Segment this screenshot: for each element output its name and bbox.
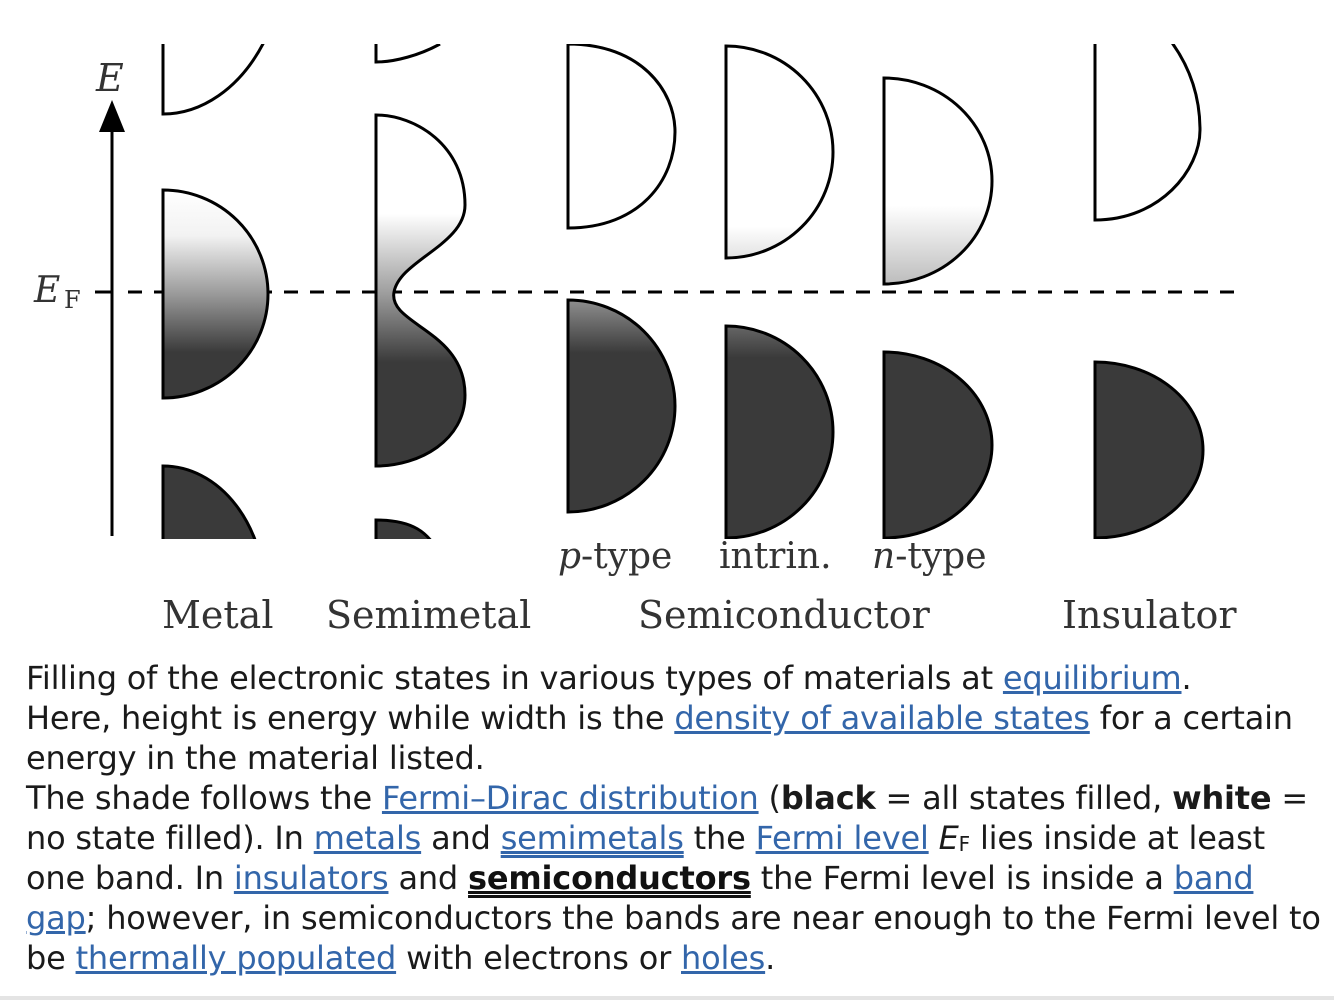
intrinsic-label: intrin. bbox=[719, 536, 832, 577]
band-gap-link[interactable]: band gap bbox=[26, 859, 1254, 937]
white-term: white bbox=[1172, 779, 1272, 817]
semiconductor-label: Semiconductor bbox=[638, 593, 931, 637]
band-diagram: E E F p-type intrin. n-type Metal Semime… bbox=[33, 44, 1240, 637]
fermi-level-label: E bbox=[33, 270, 60, 311]
caption-line-3: The shade follows the Fermi–Dirac distri… bbox=[26, 779, 1321, 977]
n-type-conduction-band bbox=[882, 76, 994, 286]
metal-partially-filled-band bbox=[161, 188, 270, 400]
holes-link[interactable]: holes bbox=[681, 939, 766, 977]
semimetal-upper-band bbox=[374, 44, 441, 64]
fermi-dirac-link[interactable]: Fermi–Dirac distribution bbox=[381, 779, 759, 817]
caption-line-2: Here, height is energy while width is th… bbox=[26, 699, 1293, 777]
intrinsic-valence-band bbox=[724, 324, 835, 539]
equilibrium-link[interactable]: equilibrium bbox=[1002, 659, 1182, 697]
semimetal-lower-band bbox=[374, 518, 432, 539]
n-type-label: n-type bbox=[872, 536, 987, 577]
p-type-conduction-band bbox=[566, 44, 677, 230]
energy-axis-arrow bbox=[99, 100, 125, 132]
semimetal-label: Semimetal bbox=[326, 593, 531, 637]
p-type-label: p-type bbox=[558, 536, 672, 577]
semimetal-overlapping-band bbox=[374, 113, 467, 468]
ef-symbol: E bbox=[938, 819, 959, 857]
p-type-valence-band bbox=[566, 298, 677, 514]
figure-caption: Filling of the electronic states in vari… bbox=[26, 658, 1326, 978]
density-of-states-link[interactable]: density of available states bbox=[674, 699, 1090, 737]
insulator-label: Insulator bbox=[1062, 593, 1237, 637]
insulators-link[interactable]: insulators bbox=[233, 859, 389, 897]
thermally-populated-link[interactable]: thermally populated bbox=[75, 939, 397, 977]
intrinsic-conduction-band bbox=[724, 44, 835, 260]
black-term: black bbox=[780, 779, 876, 817]
semimetals-link[interactable]: semimetals bbox=[500, 819, 684, 857]
metal-label: Metal bbox=[162, 593, 273, 637]
energy-axis-label: E bbox=[95, 56, 124, 100]
fermi-level-link[interactable]: Fermi level bbox=[755, 819, 929, 857]
insulator-valence-band bbox=[1093, 360, 1205, 539]
metal-lower-band bbox=[161, 464, 257, 539]
semiconductors-link[interactable]: semiconductors bbox=[468, 859, 751, 897]
bottom-divider bbox=[0, 996, 1334, 1000]
metal-upper-band bbox=[161, 44, 265, 116]
fermi-level-label-sub: F bbox=[64, 286, 81, 314]
n-type-valence-band bbox=[882, 350, 994, 539]
caption-line-1: Filling of the electronic states in vari… bbox=[26, 659, 1192, 697]
ef-subscript: F bbox=[958, 832, 971, 856]
metals-link[interactable]: metals bbox=[313, 819, 422, 857]
insulator-conduction-band bbox=[1093, 44, 1202, 222]
